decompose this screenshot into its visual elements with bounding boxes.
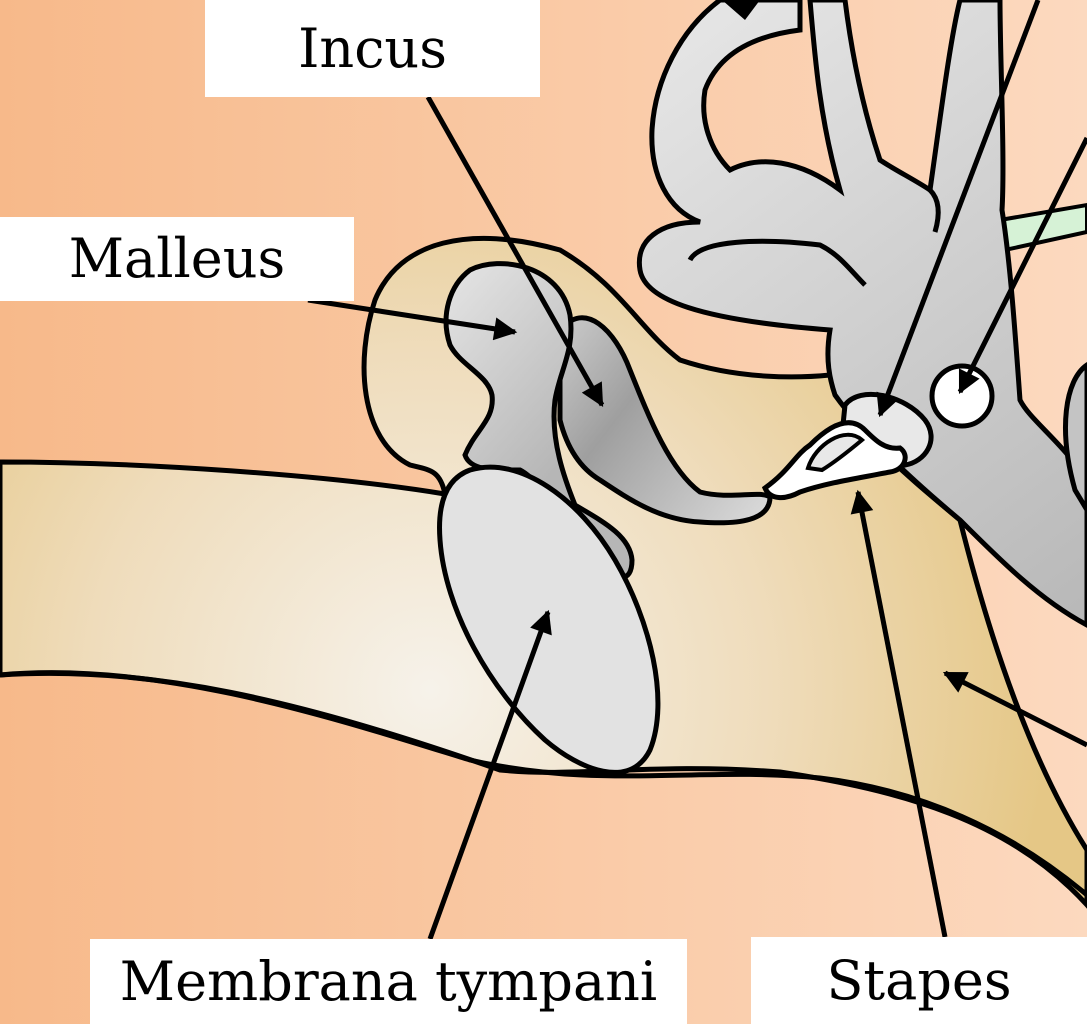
arrow-icon [722,0,760,20]
canal-loop-1 [687,238,867,287]
label-malleus: Malleus [0,217,354,301]
arrow-icon [425,95,605,408]
label-stapes: Stapes [751,937,1087,1024]
label-incus-text: Incus [298,16,447,80]
label-malleus-text: Malleus [68,227,286,290]
arrow-icon [307,297,518,341]
arrow-icon [957,136,1087,395]
arrow-icon [942,670,1087,748]
labyrinth [636,0,1087,628]
arrow-icon [876,0,1041,418]
arrow-icon [850,489,948,938]
stapes-arch [805,432,866,473]
canal-wall [0,670,1087,897]
label-stapes-text: Stapes [826,948,1012,1012]
arrow-icon [427,609,552,940]
cochlea-edge [1063,361,1087,515]
label-incus: Incus [205,0,540,97]
label-membrana-tympani: Membrana tympani [90,939,687,1024]
round-window [929,363,995,429]
canal-loop-2 [928,188,941,233]
label-membrana-text: Membrana tympani [119,949,658,1013]
